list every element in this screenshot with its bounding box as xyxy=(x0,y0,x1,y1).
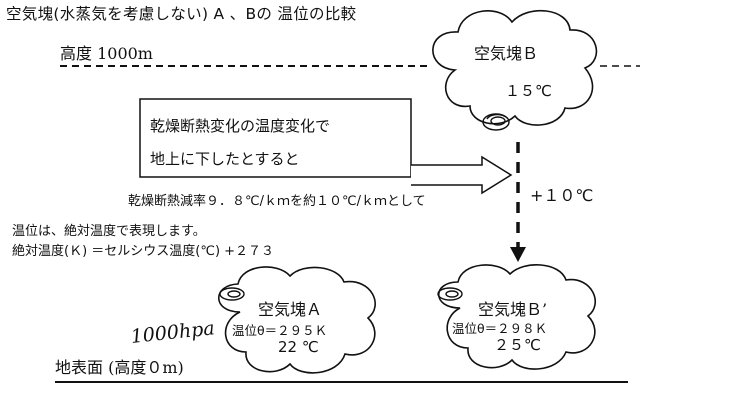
cloud-a-temp: 22 ℃ xyxy=(278,338,319,356)
diagram-title: 空気塊(水蒸気を考慮しない) A 、Bの 温位の比較 xyxy=(6,5,357,23)
descent-arrowhead xyxy=(510,247,526,262)
cloud-b-name: 空気塊Ｂ xyxy=(474,44,539,63)
callout-box xyxy=(139,98,412,178)
callout-arrow xyxy=(411,155,513,195)
cloud-b2-name: 空気塊Ｂ’ xyxy=(478,300,548,319)
temperature-change-label: +１０℃ xyxy=(530,186,594,205)
cloud-b2-temp: ２５℃ xyxy=(494,336,541,354)
cloud-a-theta: 温位θ＝２９５Ｋ xyxy=(232,323,328,338)
potential-temp-note-2: 絶対温度(Ｋ) ＝セルシウス温度(℃) +２７３ xyxy=(12,244,275,259)
lapse-rate-note: 乾燥断熱減率９．８℃/ｋｍを約１０℃/ｋｍとして xyxy=(128,194,426,209)
cloud-a-shape xyxy=(217,266,376,374)
cloud-a-curl xyxy=(219,287,245,301)
cloud-b-curl xyxy=(482,113,510,131)
potential-temp-note-1: 温位は、絶対温度で表現します。 xyxy=(12,224,206,239)
callout-line-2: 地上に下したとすると xyxy=(150,150,300,168)
altitude-1000m-label: 高度 1000m xyxy=(60,44,153,63)
cloud-b-temp: １５℃ xyxy=(505,82,552,100)
cloud-b-shape xyxy=(432,9,598,126)
cloud-a-name: 空気塊Ａ xyxy=(258,300,323,319)
cloud-b2-theta: 温位θ＝２９８Ｋ xyxy=(452,321,548,336)
callout-line-1: 乾燥断熱変化の温度変化で xyxy=(150,117,331,135)
cloud-b2-curl xyxy=(437,287,463,301)
cloud-b2-shape xyxy=(438,264,596,370)
ground-label: 地表面 (高度０m) xyxy=(55,358,184,377)
